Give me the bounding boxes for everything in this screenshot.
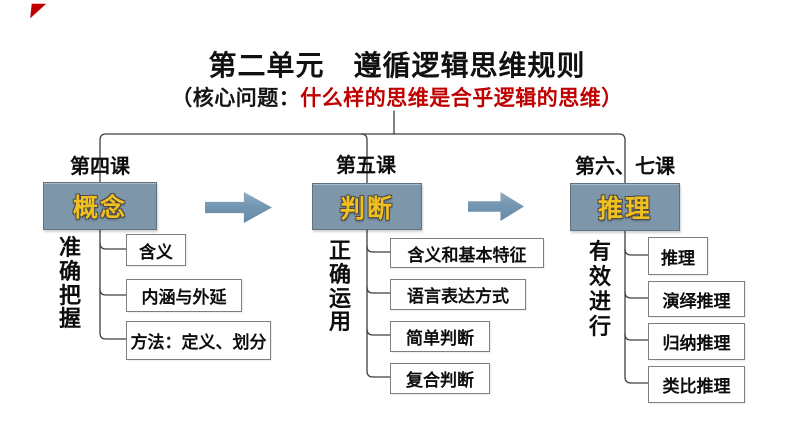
course-label-lesson6-7: 第六、七课	[575, 156, 675, 178]
subtitle-prefix: （核心问题：	[171, 87, 301, 110]
main-box-concept: 概念	[43, 182, 157, 230]
side-label-correct-use: 正确运用	[328, 238, 351, 335]
side-label-effective-conduct: 有效进行	[588, 239, 611, 339]
item-box-method-definition-division: 方法：定义、划分	[126, 321, 271, 360]
item-box-compound-judgment: 复合判断	[390, 363, 490, 394]
page-title: 第二单元 遵循逻辑思维规则	[208, 50, 586, 81]
item-box-inductive-reasoning: 归纳推理	[648, 323, 745, 360]
item-box-language-expression: 语言表达方式	[390, 279, 526, 310]
course-label-lesson4: 第四课	[70, 156, 130, 178]
course-label-lesson5: 第五课	[336, 155, 396, 177]
item-box-meaning: 含义	[126, 234, 186, 266]
corner-flag-icon: ◤	[29, 0, 47, 21]
item-box-deductive-reasoning: 演绎推理	[648, 281, 745, 317]
main-box-reasoning: 推理	[570, 183, 680, 231]
side-label-accurate-grasp: 准确把握	[58, 235, 81, 332]
main-box-judgment: 判断	[312, 183, 422, 230]
page-subtitle: （核心问题：什么样的思维是合乎逻辑的思维）	[0, 82, 794, 112]
subtitle-highlight: 什么样的思维是合乎逻辑的思维）	[300, 87, 623, 110]
item-box-simple-judgment: 简单判断	[390, 321, 490, 352]
item-box-intension-extension: 内涵与外延	[126, 279, 242, 312]
item-box-analogical-reasoning: 类比推理	[648, 366, 745, 403]
item-box-meaning-basic-features: 含义和基本特征	[390, 238, 544, 268]
item-box-reasoning: 推理	[648, 237, 708, 275]
